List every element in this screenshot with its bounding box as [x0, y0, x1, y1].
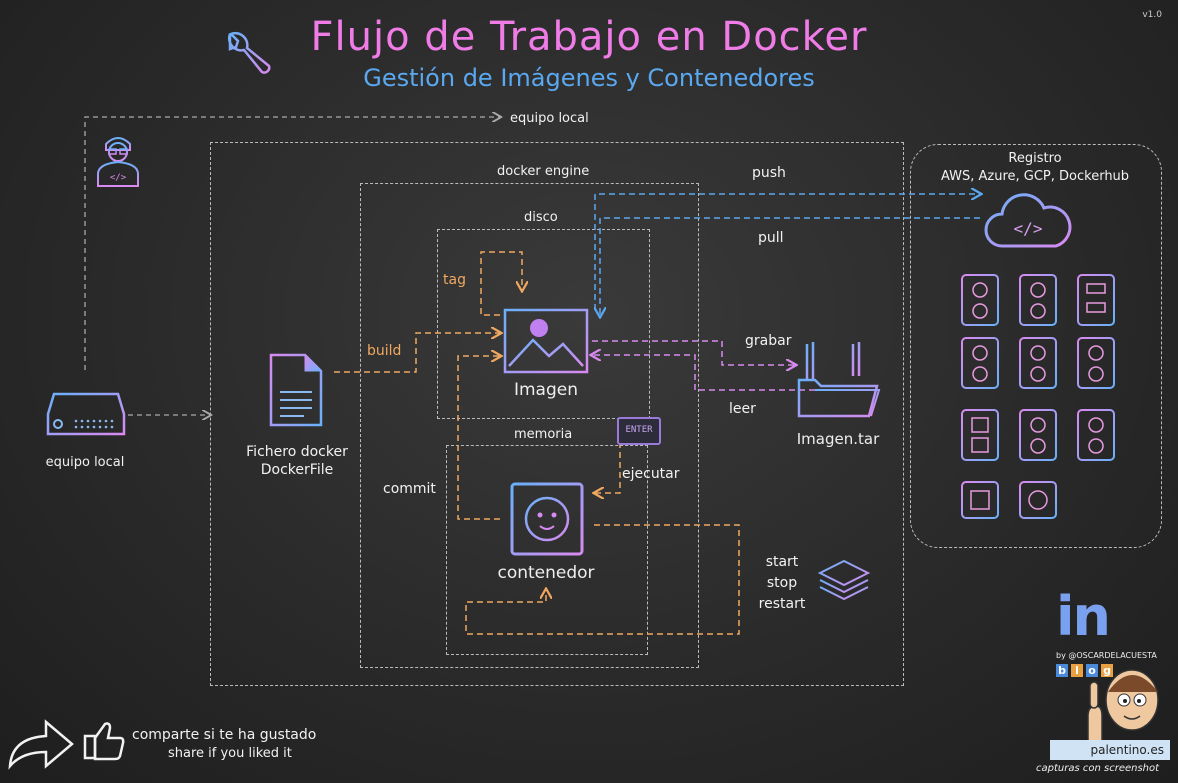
dockerfile-label-line2: DockerFile: [260, 462, 334, 478]
archive-folder-icon: [797, 342, 881, 418]
arrow-push: [594, 194, 980, 310]
pull-label: pull: [758, 230, 784, 246]
image-label: Imagen: [513, 380, 578, 400]
registry-item-2: [1019, 274, 1057, 326]
container-label: contenedor: [497, 563, 595, 583]
blog-badge[interactable]: b l o g: [1056, 664, 1113, 677]
build-label: build: [367, 343, 402, 359]
page-title: Flujo de Trabajo en Docker: [310, 14, 868, 60]
memoria-label: memoria: [514, 427, 573, 442]
arrow-leer: [592, 355, 815, 391]
grabar-label: grabar: [745, 333, 792, 349]
push-label: push: [752, 165, 786, 181]
enter-key-icon: ENTER: [617, 417, 661, 445]
registry-item-10: [961, 481, 999, 519]
lifecycle-commands: start stop restart: [745, 552, 819, 615]
tag-label: tag: [443, 272, 466, 288]
registry-item-6: [1077, 337, 1115, 389]
container-icon: [510, 482, 584, 556]
image-icon: [503, 308, 589, 374]
captures-credit: capturas con screenshot: [1036, 763, 1160, 774]
svg-text:</>: </>: [1014, 219, 1043, 238]
arrow-equipo-local-top: [84, 117, 500, 370]
leer-label: leer: [729, 401, 756, 417]
linkedin-icon[interactable]: in: [1056, 585, 1111, 648]
registry-item-1: [961, 274, 999, 326]
arrow-pull: [600, 217, 980, 316]
docker-engine-label: docker engine: [497, 164, 590, 179]
page-subtitle: Gestión de Imágenes y Contenedores: [363, 64, 815, 92]
registry-item-7: [961, 409, 999, 461]
imagen-tar-label: Imagen.tar: [796, 430, 880, 448]
version-label: v1.0: [1142, 10, 1162, 20]
share-text-en: share if you liked it: [168, 746, 292, 761]
arrow-tag: [480, 251, 522, 316]
registry-item-4: [961, 337, 999, 389]
restart-label: restart: [758, 596, 806, 612]
equipo-local-top-label: equipo local: [510, 111, 589, 126]
blog-letter: g: [1101, 664, 1113, 677]
registry-item-9: [1077, 409, 1115, 461]
equipo-local-left-label: equipo local: [45, 455, 125, 470]
arrow-start-stop: [465, 524, 740, 635]
thumbs-up-icon[interactable]: [82, 718, 126, 762]
cloud-code-icon: </>: [984, 193, 1072, 248]
developer-icon: </>: [97, 137, 139, 187]
file-icon: [269, 353, 323, 427]
ejecutar-label: ejecutar: [622, 466, 680, 482]
share-text-es: comparte si te ha gustado: [132, 727, 317, 743]
site-badge[interactable]: palentino.es: [1050, 740, 1170, 760]
registry-item-3: [1077, 274, 1115, 326]
commit-label: commit: [383, 481, 436, 497]
wrench-icon: [227, 31, 271, 74]
arrow-commit: [457, 356, 500, 520]
registry-item-11: [1019, 481, 1057, 519]
registry-title: Registro: [1008, 151, 1062, 166]
blog-letter: b: [1056, 664, 1068, 677]
memoria-container: [446, 445, 648, 655]
author-credit: by @OSCARDELACUESTA: [1056, 651, 1157, 660]
dockerfile-label: Fichero docker DockerFile: [232, 443, 362, 479]
arrow-build: [334, 333, 500, 373]
arrow-ejecutar: [595, 442, 621, 493]
arrow-grabar: [592, 340, 795, 365]
start-label: start: [765, 554, 799, 570]
blog-letter: o: [1086, 664, 1098, 677]
layers-icon: [817, 559, 871, 601]
stop-label: stop: [766, 575, 798, 591]
share-arrow-icon[interactable]: [6, 716, 78, 770]
registry-providers: AWS, Azure, GCP, Dockerhub: [940, 169, 1130, 184]
disco-label: disco: [524, 210, 558, 225]
registry-item-8: [1019, 409, 1057, 461]
registry-container: [910, 144, 1162, 548]
dockerfile-label-line1: Fichero docker: [246, 444, 348, 460]
blog-letter: l: [1071, 664, 1083, 677]
svg-text:</>: </>: [110, 173, 127, 183]
registry-heading: Registro AWS, Azure, GCP, Dockerhub: [910, 150, 1160, 186]
disco-container: [437, 229, 650, 419]
server-icon: [46, 392, 126, 436]
registry-item-5: [1019, 337, 1057, 389]
avatar: [1087, 669, 1159, 742]
docker-engine-container: [360, 183, 699, 668]
